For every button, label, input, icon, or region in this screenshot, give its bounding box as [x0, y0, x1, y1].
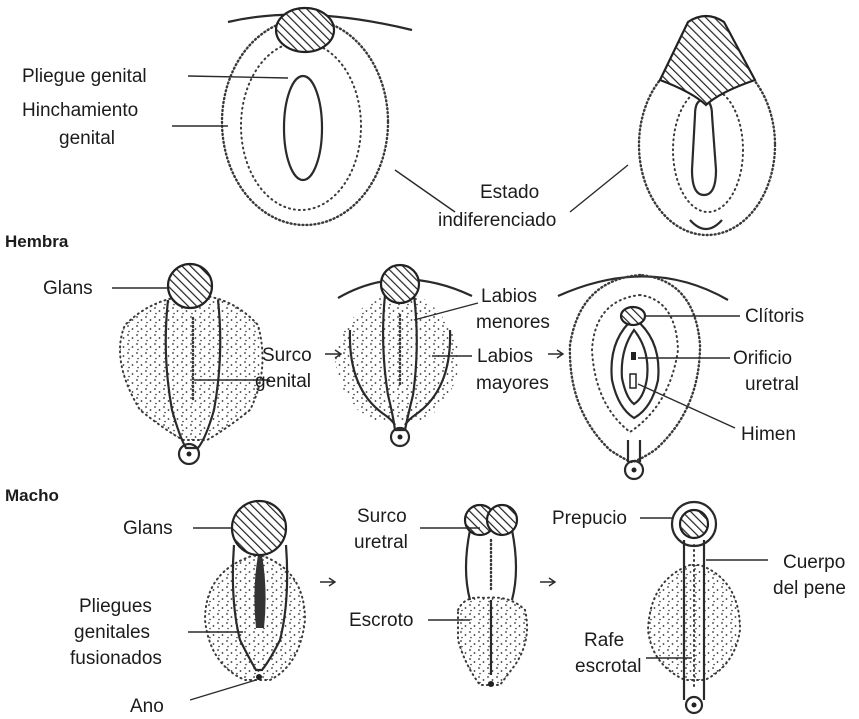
- glans-circle-m3: [680, 510, 708, 538]
- label-scrotum: Escroto: [349, 610, 413, 631]
- label-clitoris: Clítoris: [745, 306, 804, 327]
- arrow-male-2: [540, 578, 555, 586]
- genital-fold: [284, 76, 322, 180]
- male-header: Macho: [5, 486, 59, 505]
- label-raphe-2: escrotal: [575, 656, 642, 677]
- label-labia-majora-2: mayores: [476, 373, 549, 394]
- label-hymen: Himen: [741, 424, 796, 445]
- vestibule-inner: [622, 330, 648, 404]
- male-stage-2: [458, 505, 527, 687]
- label-fused-folds-2: genitales: [74, 622, 150, 643]
- label-genital-swelling-1: Hinchamiento: [22, 100, 138, 121]
- label-male-glans: Glans: [123, 518, 173, 539]
- arrow-male-1: [320, 578, 335, 586]
- anus-dot-m3: [692, 703, 697, 708]
- anus-dot-3: [632, 468, 637, 473]
- swelling-stipple-2: [335, 296, 460, 420]
- label-labia-minora-1: Labios: [481, 286, 537, 307]
- label-anus: Ano: [130, 696, 164, 717]
- hymen-mark: [630, 374, 636, 388]
- label-fused-folds-3: fusionados: [70, 648, 162, 669]
- label-prepuce: Prepucio: [552, 508, 627, 529]
- clitoris-glans: [621, 307, 645, 325]
- leader-genital-fold: [188, 76, 288, 78]
- glans-circle-m1: [232, 501, 286, 555]
- anal-pit: [690, 220, 722, 229]
- scrotum-stipple: [458, 598, 527, 686]
- label-labia-minora-2: menores: [476, 312, 550, 333]
- label-female-glans: Glans: [43, 278, 93, 299]
- female-stage-3: [558, 275, 728, 479]
- male-stage-3: [648, 502, 740, 713]
- arrow-female-2: [548, 350, 563, 358]
- urogenital-groove: [692, 100, 716, 195]
- label-shaft-2: del pene: [773, 578, 846, 599]
- label-raphe-1: Rafe: [584, 630, 624, 651]
- label-sulcus-1: Surco: [262, 345, 312, 366]
- glans-circle-2: [381, 265, 419, 303]
- leader-hymen: [638, 384, 735, 428]
- label-fused-folds-1: Pliegues: [79, 596, 152, 617]
- female-header: Hembra: [5, 232, 69, 251]
- label-labia-majora-1: Labios: [477, 346, 533, 367]
- label-state-2: indiferenciado: [438, 210, 556, 231]
- anus-dot-m2: [488, 681, 494, 687]
- label-genital-fold: Pliegue genital: [22, 66, 147, 87]
- leader-state-right: [570, 165, 628, 212]
- swelling-stipple: [120, 296, 263, 440]
- indifferent-stage-front: [222, 8, 412, 225]
- female-stage-1: [120, 264, 263, 464]
- leader-anus: [190, 680, 256, 700]
- label-urethral-groove-2: uretral: [354, 532, 408, 553]
- anus-dot-2: [398, 435, 403, 440]
- glans-right-m2: [487, 505, 517, 535]
- label-orifice-1: Orificio: [733, 348, 792, 369]
- genital-swelling-inner: [241, 42, 361, 210]
- labia-majora-outer: [570, 275, 700, 462]
- genital-tubercle: [276, 8, 334, 52]
- anus-dot-m1: [256, 674, 262, 680]
- label-shaft-1: Cuerpo: [783, 552, 845, 573]
- leader-state-left: [395, 170, 455, 212]
- label-sulcus-2: genital: [255, 371, 311, 392]
- label-urethral-groove-1: Surco: [357, 506, 407, 527]
- anus-dot: [187, 452, 192, 457]
- indifferent-stage-side: [639, 16, 775, 235]
- glans-circle: [168, 264, 212, 308]
- tubercle-triangle: [660, 16, 755, 105]
- label-genital-swelling-2: genital: [59, 128, 115, 149]
- body-wall-curve-3: [558, 276, 728, 300]
- label-state-1: Estado: [480, 182, 539, 203]
- urethral-orifice: [631, 352, 636, 360]
- label-orifice-2: uretral: [745, 374, 799, 395]
